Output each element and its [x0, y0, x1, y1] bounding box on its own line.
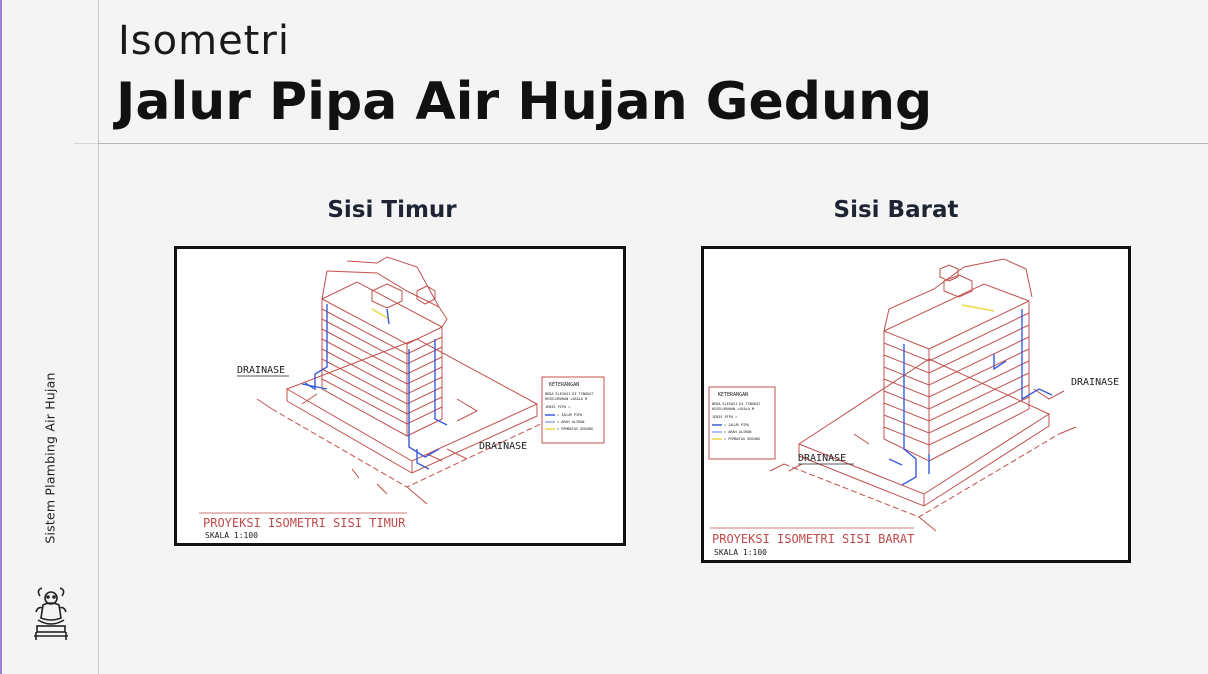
- projection-title-east: PROYEKSI ISOMETRI SISI TIMUR: [203, 516, 406, 530]
- legend-heading-east: KETERANGAN: [549, 382, 579, 388]
- drain-label-left: DRAINASE: [798, 453, 846, 464]
- legend-heading-west: KETERANGAN: [718, 392, 748, 398]
- scale-label-east: SKALA 1:100: [205, 531, 258, 540]
- legend-line: JENIS PIPA =: [545, 405, 570, 409]
- legend-line: BEDA ELEVASI DI TINGKAT: [712, 402, 761, 406]
- legend-line: = JALUR PIPA: [724, 423, 750, 427]
- legend-line: KESELURUHAN +SKALA M: [545, 397, 587, 401]
- panel-label-west: Sisi Barat: [833, 197, 959, 223]
- panel-label-east: Sisi Timur: [327, 197, 457, 223]
- drain-label-right: DRAINASE: [479, 441, 527, 452]
- legend-line: = PEMBATAS GEDUNG: [724, 437, 760, 441]
- header-divider: [98, 143, 1208, 144]
- sidebar-vertical-label: Sistem Plambing Air Hujan: [42, 372, 58, 544]
- slide-subtitle: Isometri: [118, 18, 290, 64]
- legend-line: KESELURUHAN +SKALA M: [712, 407, 754, 411]
- drain-label-right: DRAINASE: [1071, 377, 1119, 388]
- isometric-drawing-west: DRAINASE DRAINASE KETERANGAN BEDA ELEVAS…: [701, 246, 1131, 563]
- header-divider-stub: [74, 143, 98, 144]
- projection-title-west: PROYEKSI ISOMETRI SISI BARAT: [712, 532, 914, 546]
- slide-title: Jalur Pipa Air Hujan Gedung: [116, 72, 933, 132]
- scale-label-west: SKALA 1:100: [714, 548, 767, 557]
- sidebar: Sistem Plambing Air Hujan: [2, 0, 99, 674]
- legend-line: = PEMBATAS GEDUNG: [557, 427, 593, 431]
- university-logo-icon: [34, 587, 68, 640]
- legend-line: = JALUR PIPA: [557, 413, 583, 417]
- drain-label-left: DRAINASE: [237, 365, 285, 376]
- isometric-drawing-east: DRAINASE DRAINASE KETERANGAN BEDA ELEVAS…: [174, 246, 626, 546]
- legend-line: = ARAH ALIRAN: [724, 430, 751, 434]
- legend-line: BEDA ELEVASI DI TINGKAT: [545, 392, 594, 396]
- legend-line: = ARAH ALIRAN: [557, 420, 584, 424]
- legend-line: JENIS PIPA =: [712, 415, 737, 419]
